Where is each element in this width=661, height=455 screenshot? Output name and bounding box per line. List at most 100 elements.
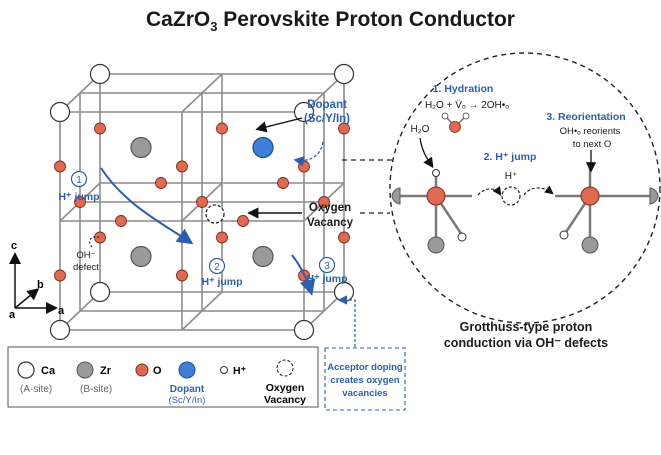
axis-b-arrow (14, 288, 40, 309)
inset-left-proton-icon (432, 169, 440, 177)
lattice-zr-atom (130, 245, 152, 268)
lattice-oxygen-atom (318, 196, 330, 208)
proton-icon (220, 366, 228, 374)
inset-hjump-title: 2. H⁺ jump (484, 151, 537, 163)
lattice-zr-atom (130, 136, 152, 159)
step-1-label: H⁺ jump (58, 191, 99, 203)
legend-ca-label: Ca (41, 365, 56, 377)
lattice-oxygen-atom (176, 160, 188, 173)
inset-left-zr-icon (427, 236, 445, 254)
dopant-label-line2: (Sc/Y/In) (304, 113, 350, 125)
inset-jump-arrow-left (477, 186, 502, 196)
legend-dopant-label: Dopant (170, 384, 205, 395)
lattice-oxygen-atom (54, 269, 66, 282)
water-molecule-icon (441, 112, 470, 133)
lattice-oxygen-atom (115, 215, 127, 227)
lattice-oxygen-atom (216, 122, 228, 135)
oh-defect-line1: OH⁻ (76, 250, 95, 261)
step-2-label: H⁺ jump (201, 276, 242, 288)
calcium-atom (49, 319, 71, 341)
lattice-zr-atom (252, 245, 274, 268)
oh-defect-arrow (89, 236, 101, 248)
lattice-oxygen-atom (155, 177, 167, 189)
step-2-number: 2 (214, 262, 220, 273)
legend-zr-label: Zr (100, 365, 112, 377)
grotthuss-inset: 1. Hydration H₂O + V̈ₒ → 2OH•ₒ H₂O 2. H⁺… (389, 52, 661, 324)
step-3-label: H⁺ jump (306, 273, 347, 285)
vacancy-label-line1: Oxygen (309, 202, 351, 214)
lattice-oxygen-atom (237, 215, 249, 227)
page-title: CaZrO3 Perovskite Proton Conductor (146, 8, 515, 35)
inset-hplus-label: H⁺ (505, 171, 518, 182)
lattice-dopant-atom (252, 136, 274, 159)
acceptor-note: Acceptor doping creates oxygen vacancies (324, 295, 406, 411)
inset-vacancy-icon (501, 186, 521, 206)
lattice-oxygen-atom (54, 160, 66, 173)
legend-zr-sub: (B-site) (80, 384, 112, 395)
h2o-label: H₂O (411, 124, 430, 135)
lattice-oxygen-atom (74, 196, 86, 208)
calcium-atom (293, 101, 315, 123)
inset-right-oxygen-icon (580, 186, 600, 206)
zirconium-atom-icon (76, 361, 94, 379)
acceptor-note-arrow (337, 295, 356, 347)
inset-left-edge-zr-icon (391, 187, 401, 205)
vacancy-callout: Oxygen Vacancy (247, 202, 354, 229)
proton-jump-path-1 (100, 167, 194, 245)
axis-a-label-left: a (9, 309, 16, 321)
step-2: 2 H⁺ jump (201, 257, 243, 288)
inset-left-oxygen-icon (426, 186, 446, 206)
calcium-atom-icon (17, 361, 35, 379)
inset-circle (389, 52, 661, 324)
dopant-label-line1: Dopant (307, 99, 347, 111)
oxygen-atom-icon (135, 363, 149, 377)
lattice-bonds (59, 73, 345, 331)
calcium-atom (333, 63, 355, 85)
inset-left-proton2-icon (457, 232, 467, 242)
lattice-oxygen-atom (94, 231, 106, 244)
oh-defect-line2: defect (73, 262, 99, 273)
vacancy-icon (276, 359, 294, 377)
step-3-badge (318, 256, 336, 274)
lattice-oxygen-atom (196, 196, 208, 208)
legend-ca-sub: (A-site) (20, 384, 52, 395)
acceptor-note-box (324, 347, 406, 411)
legend-o-label: O (153, 365, 162, 377)
inset-right-edge-zr-icon (649, 187, 659, 205)
calcium-atom (89, 63, 111, 85)
reorientation-line2: to next O (573, 139, 612, 150)
legend-vacancy-label: Oxygen (266, 382, 305, 394)
hydration-title: 1. Hydration (433, 83, 494, 95)
lattice-oxygen-atom (338, 231, 350, 244)
dopant-callout: Dopant (Sc/Y/In) (255, 99, 350, 167)
reorientation-line1: OH•ₒ reorients (560, 126, 621, 137)
step-1-number: 1 (76, 175, 82, 186)
lattice-oxygen-atom (338, 122, 350, 135)
step-2-badge (208, 257, 226, 275)
lattice-atoms (49, 63, 355, 341)
dopant-atom-icon (178, 361, 196, 379)
step-1-badge (70, 170, 88, 188)
lattice-oxygen-atom (176, 269, 188, 282)
legend-box (7, 346, 319, 408)
calcium-atom (49, 101, 71, 123)
legend-vacancy-sub: Vacancy (264, 394, 306, 406)
oh-defect-callout: OH⁻ defect (73, 236, 101, 273)
reorientation-title: 3. Reorientation (546, 111, 625, 123)
lattice-oxygen-vacancy (205, 204, 225, 224)
lattice-oxygen-atom (216, 231, 228, 244)
axis-c-label: c (11, 240, 17, 252)
hydration-equation: H₂O + V̈ₒ → 2OH•ₒ (425, 98, 509, 111)
calcium-atom (293, 319, 315, 341)
proton-jump-path-3 (291, 254, 316, 296)
acceptor-note-line3: vacancies (342, 388, 387, 399)
dopant-dashed-arrow (293, 141, 324, 167)
grotthuss-caption-line1: Grotthuss-type proton (460, 320, 593, 334)
legend: Ca (A-site) Zr (B-site) O Dopant (Sc/Y/I… (7, 346, 319, 408)
calcium-atom (333, 281, 355, 303)
step-3: 3 H⁺ jump (306, 256, 348, 285)
axis-a-label-right: a (58, 305, 65, 317)
calcium-atom (89, 281, 111, 303)
step-3-number: 3 (324, 261, 330, 272)
